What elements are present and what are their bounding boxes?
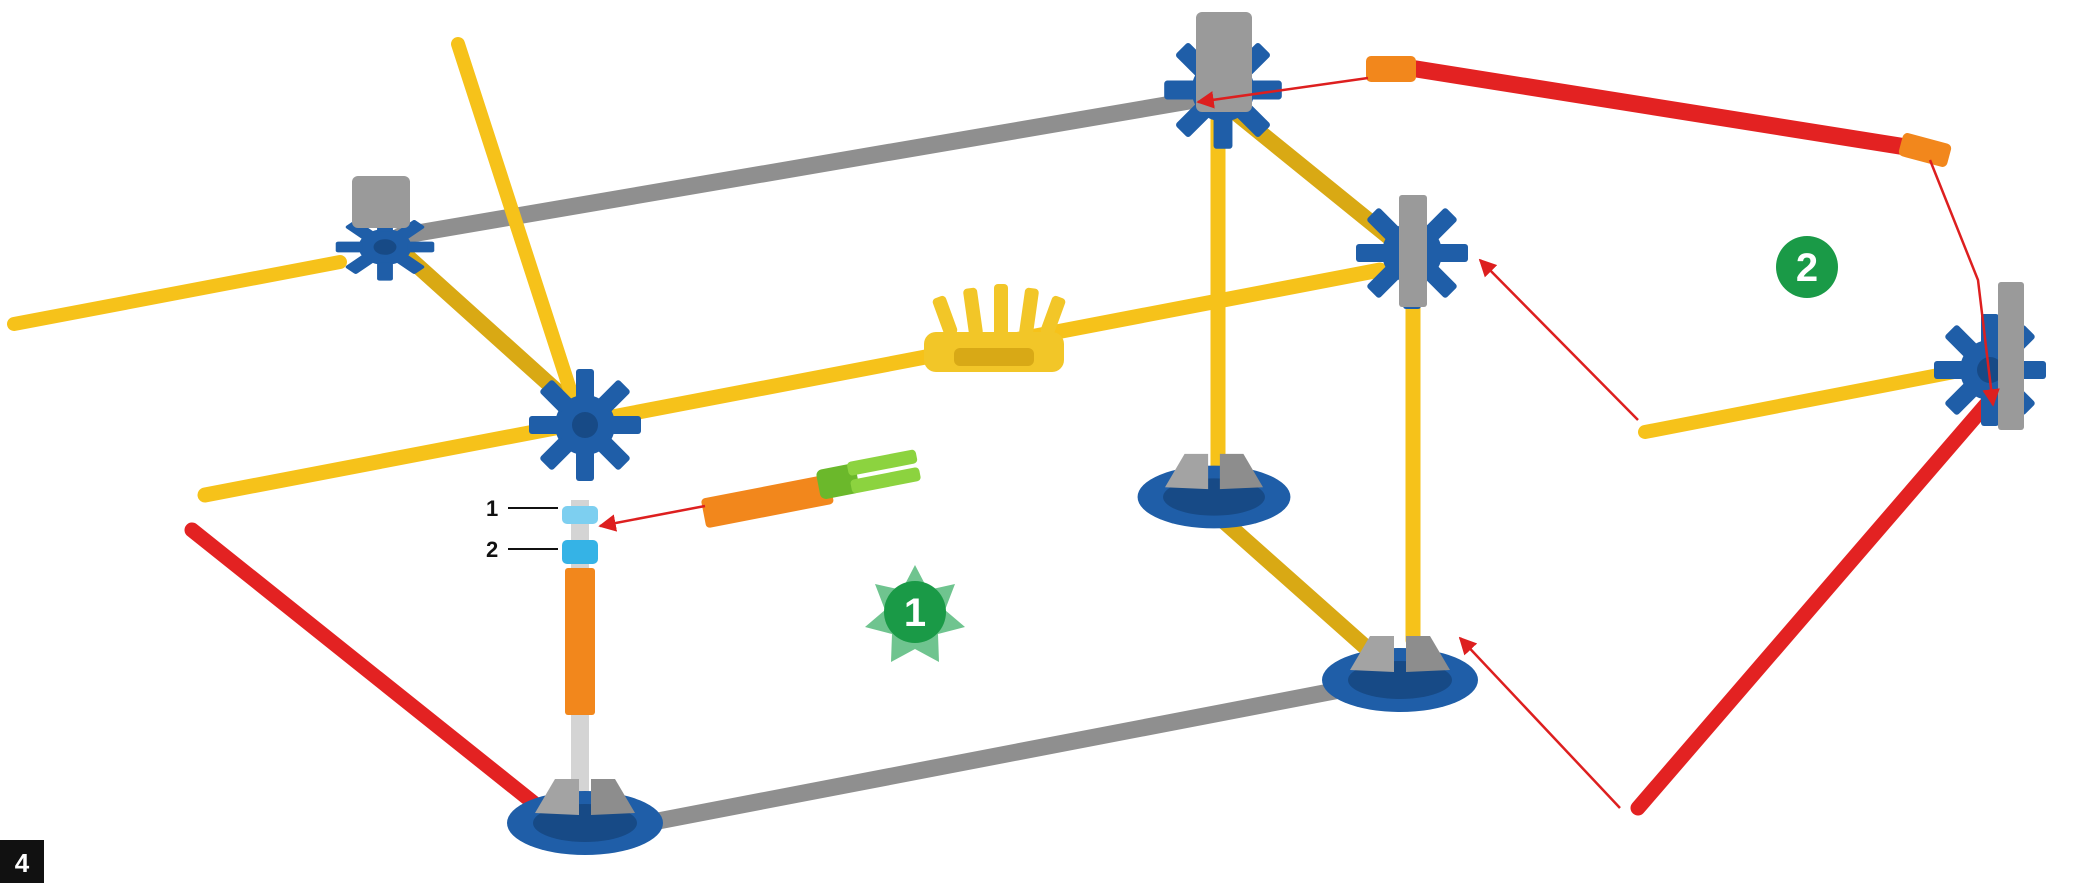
orange-end-connector-left [1366, 56, 1416, 82]
callout-label-2: 2 [486, 537, 498, 562]
assembly-arrow [598, 504, 706, 532]
yellow-rod-front-long [197, 262, 1388, 503]
grey-connector-top-center [1196, 12, 1252, 112]
callout-label-1: 1 [486, 496, 498, 521]
light-blue-clip-2 [562, 540, 598, 564]
red-rod-top-right [1401, 59, 1934, 159]
orange-end-connector-right [1898, 133, 1952, 167]
grey-connector-step2 [1998, 282, 2024, 430]
assembly-arrow [1458, 636, 1621, 809]
connectors [335, 12, 2046, 855]
step-2-number: 2 [1796, 246, 1818, 290]
orange-green-rod-piece [701, 449, 921, 528]
blue-hub-front-left [529, 369, 641, 481]
yellow-rod-step2 [1638, 358, 1997, 439]
yellow-rod-left-end [7, 255, 347, 331]
assembly-arrow [1478, 258, 1639, 421]
assembly-arrow [1196, 76, 1369, 109]
page-number: 4 [15, 848, 30, 878]
yellow-connector-center [924, 284, 1066, 372]
step-2-badge: 2 [1776, 236, 1838, 298]
yellow-rod-tall [451, 37, 582, 412]
page-number-tab: 4 [0, 840, 44, 883]
light-blue-clip-1 [562, 506, 598, 524]
grey-rod-bottom [571, 679, 1359, 845]
red-rod-left [184, 522, 558, 824]
blue-hub-flat-bottom-right [1322, 636, 1478, 712]
grey-connector-right [1399, 195, 1427, 307]
grey-connector-left-back [352, 176, 410, 228]
assembly-arrow [1928, 159, 2000, 407]
step-1-badge: 1 [865, 565, 965, 662]
assembly-arrows [598, 76, 2000, 809]
grey-rod-top [391, 91, 1204, 245]
orange-rod-vertical [565, 568, 595, 715]
red-rod-step2 [1630, 392, 1998, 816]
step-1-number: 1 [904, 591, 926, 635]
callouts: 1 2 [486, 496, 558, 562]
rods [7, 37, 1998, 845]
